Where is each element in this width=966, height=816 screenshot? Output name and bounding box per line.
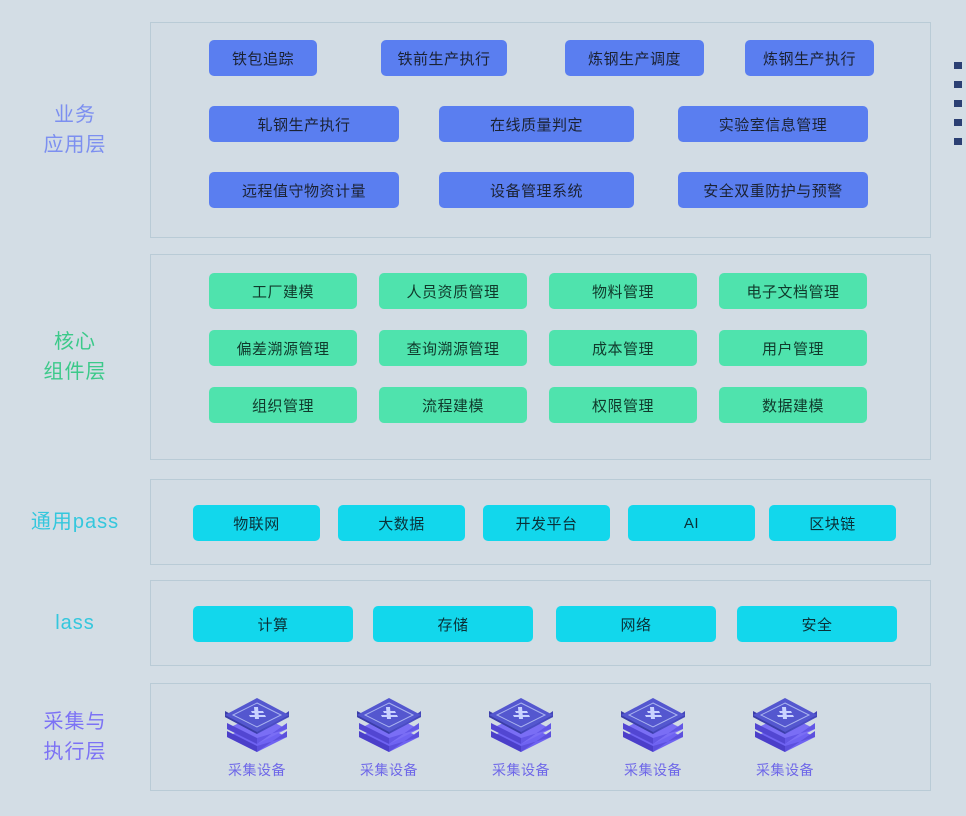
device-item[interactable]: 采集设备 [191,696,323,780]
core-component-layer: 核心 组件层 工厂建模 人员资质管理 物料管理 电子文档管理 偏差溯源管理 查询… [0,254,931,460]
paas-layer-panel: 物联网 大数据 开发平台 AI 区块链 [150,479,931,565]
core-chip-deviation-traceability-management[interactable]: 偏差溯源管理 [209,330,357,366]
collection-device-icon [221,696,293,754]
business-row-3: 远程值守物资计量 设备管理系统 安全双重防护与预警 [151,172,930,208]
business-chip-online-quality-judgement[interactable]: 在线质量判定 [439,106,634,142]
collection-execution-layer: 采集与 执行层 [0,683,931,791]
core-chip-electronic-document-management[interactable]: 电子文档管理 [719,273,867,309]
bullet-square-icon [954,62,962,69]
core-chip-cost-management[interactable]: 成本管理 [549,330,697,366]
business-chip-rolling-production-execution[interactable]: 轧钢生产执行 [209,106,399,142]
core-row-3: 组织管理 流程建模 权限管理 数据建模 [151,387,930,423]
device-label: 采集设备 [624,762,682,778]
business-chip-steelmaking-production-scheduling[interactable]: 炼钢生产调度 [565,40,704,76]
iaas-layer: lass 计算 存储 网络 安全 [0,580,931,666]
bullet-square-icon [954,100,962,107]
iaas-chip-security[interactable]: 安全 [737,606,897,642]
business-chip-equipment-management-system[interactable]: 设备管理系统 [439,172,634,208]
core-row-2: 偏差溯源管理 查询溯源管理 成本管理 用户管理 [151,330,930,366]
iaas-chip-storage[interactable]: 存储 [373,606,533,642]
business-chip-iron-ladle-tracking[interactable]: 铁包追踪 [209,40,317,76]
collection-device-icon [353,696,425,754]
bullet-square-icon [954,119,962,126]
edge-bullet-list [954,62,966,157]
business-chip-remote-material-metering[interactable]: 远程值守物资计量 [209,172,399,208]
device-label: 采集设备 [228,762,286,778]
paas-chip-development-platform[interactable]: 开发平台 [483,505,610,541]
device-item[interactable]: 采集设备 [323,696,455,780]
core-chip-material-management[interactable]: 物料管理 [549,273,697,309]
paas-chip-blockchain[interactable]: 区块链 [769,505,896,541]
business-application-layer: 业务 应用层 铁包追踪 铁前生产执行 炼钢生产调度 炼钢生产执行 轧钢生产执行 … [0,22,931,238]
core-chip-process-modeling[interactable]: 流程建模 [379,387,527,423]
device-label: 采集设备 [756,762,814,778]
collect-layer-panel: 采集设备 [150,683,931,791]
general-paas-layer: 通用pass 物联网 大数据 开发平台 AI 区块链 [0,479,931,565]
paas-chip-iot[interactable]: 物联网 [193,505,320,541]
paas-row: 物联网 大数据 开发平台 AI 区块链 [151,505,930,541]
core-layer-panel: 工厂建模 人员资质管理 物料管理 电子文档管理 偏差溯源管理 查询溯源管理 成本… [150,254,931,460]
core-chip-personnel-qualification-management[interactable]: 人员资质管理 [379,273,527,309]
collect-layer-label: 采集与 执行层 [43,711,107,763]
iaas-row: 计算 存储 网络 安全 [151,606,930,642]
paas-chip-big-data[interactable]: 大数据 [338,505,465,541]
core-chip-factory-modeling[interactable]: 工厂建模 [209,273,357,309]
collection-device-icon [485,696,557,754]
business-chip-laboratory-information-management[interactable]: 实验室信息管理 [678,106,868,142]
device-item[interactable]: 采集设备 [587,696,719,780]
iaas-layer-panel: 计算 存储 网络 安全 [150,580,931,666]
business-chip-safety-dual-prevention-warning[interactable]: 安全双重防护与预警 [678,172,868,208]
collection-device-icon [749,696,821,754]
business-layer-panel: 铁包追踪 铁前生产执行 炼钢生产调度 炼钢生产执行 轧钢生产执行 在线质量判定 … [150,22,931,238]
iaas-chip-network[interactable]: 网络 [556,606,716,642]
bullet-square-icon [954,81,962,88]
paas-chip-ai[interactable]: AI [628,505,755,541]
core-chip-data-modeling[interactable]: 数据建模 [719,387,867,423]
core-chip-user-management[interactable]: 用户管理 [719,330,867,366]
core-chip-organization-management[interactable]: 组织管理 [209,387,357,423]
bullet-square-icon [954,138,962,145]
paas-layer-label: 通用pass [30,511,120,533]
iaas-chip-compute[interactable]: 计算 [193,606,353,642]
business-row-1: 铁包追踪 铁前生产执行 炼钢生产调度 炼钢生产执行 [151,40,930,76]
business-chip-ironmaking-production-execution[interactable]: 铁前生产执行 [381,40,507,76]
core-row-1: 工厂建模 人员资质管理 物料管理 电子文档管理 [151,273,930,309]
core-chip-permission-management[interactable]: 权限管理 [549,387,697,423]
device-row: 采集设备 [191,696,890,780]
collection-device-icon [617,696,689,754]
core-chip-query-traceability-management[interactable]: 查询溯源管理 [379,330,527,366]
business-row-2: 轧钢生产执行 在线质量判定 实验室信息管理 [151,106,930,142]
business-chip-steelmaking-production-execution[interactable]: 炼钢生产执行 [745,40,874,76]
device-label: 采集设备 [360,762,418,778]
iaas-layer-label: lass [55,612,95,634]
core-layer-label: 核心 组件层 [43,331,107,383]
business-layer-label: 业务 应用层 [43,104,107,156]
device-label: 采集设备 [492,762,550,778]
device-item[interactable]: 采集设备 [455,696,587,780]
device-item[interactable]: 采集设备 [719,696,851,780]
